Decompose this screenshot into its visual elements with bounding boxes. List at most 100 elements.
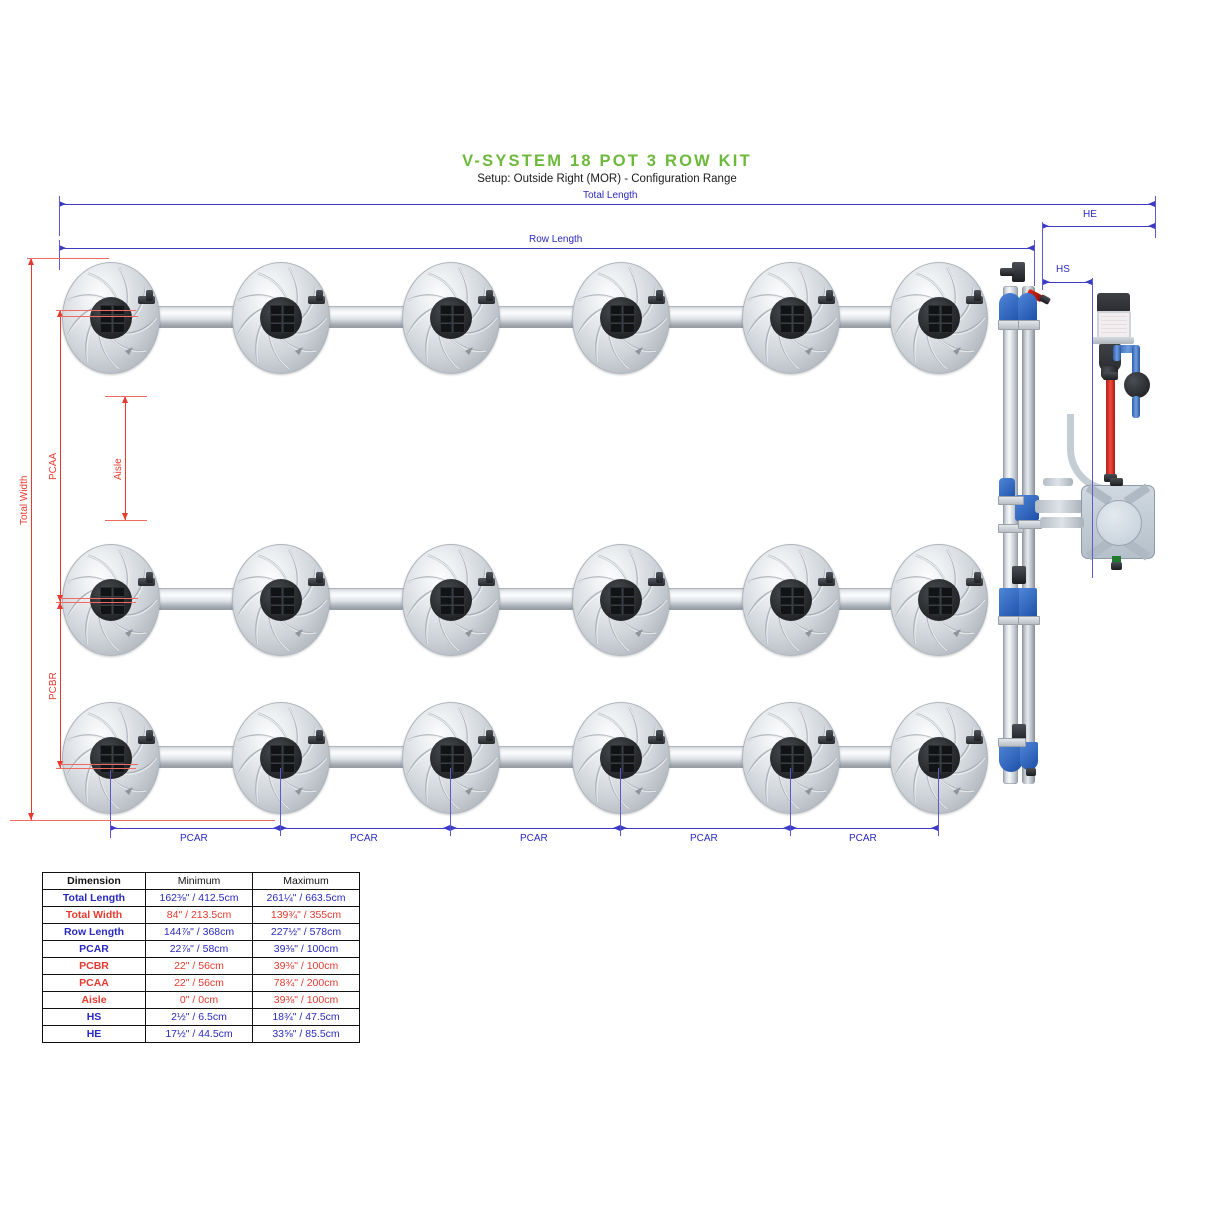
pcar-label: PCAR: [350, 833, 378, 844]
pcar-arrow-left: [110, 824, 117, 831]
pcar-arrow-left: [450, 824, 457, 831]
pot-grid: [269, 745, 295, 773]
valve-cap: [316, 290, 323, 301]
row-max: 139¾" / 355cm: [252, 906, 360, 924]
pcar-dimension-line: [280, 828, 450, 829]
valve-cap: [486, 290, 493, 301]
pot-grid: [99, 305, 125, 333]
pcar-arrow-right: [443, 824, 450, 831]
row-label-pcbr: PCBR: [42, 957, 146, 975]
valve-cap: [974, 290, 981, 301]
pot-grid: [269, 305, 295, 333]
pot-center-leader: [60, 598, 138, 599]
pot-grid: [269, 587, 295, 615]
row-max: 18¾" / 47.5cm: [252, 1008, 360, 1026]
row-min: 22" / 56cm: [145, 957, 253, 975]
valve-cap: [656, 730, 663, 741]
pot[interactable]: [62, 702, 160, 814]
reservoir-tank: [1081, 483, 1155, 561]
pot-grid: [609, 745, 635, 773]
pot-body: [402, 262, 500, 374]
pot[interactable]: [572, 702, 670, 814]
pot-body: [890, 262, 988, 374]
valve-cap: [486, 572, 493, 583]
pcar-extension-line: [450, 768, 451, 836]
pot-body: [62, 702, 160, 814]
row-min: 144⅞" / 368cm: [145, 923, 253, 941]
pot[interactable]: [232, 702, 330, 814]
pot-body: [232, 262, 330, 374]
row-label-total-width: Total Width: [42, 906, 146, 924]
row-max: 33⅝" / 85.5cm: [252, 1025, 360, 1043]
pot[interactable]: [742, 702, 840, 814]
th-maximum: Maximum: [252, 872, 360, 890]
pcar-extension-line: [110, 770, 111, 838]
pot[interactable]: [402, 544, 500, 656]
pcar-arrow-right: [273, 824, 280, 831]
valve-cap: [146, 572, 153, 583]
table-header-row: Dimension Minimum Maximum: [42, 872, 360, 890]
pcar-label: PCAR: [690, 833, 718, 844]
pot-grid: [609, 305, 635, 333]
pcar-dimension-line: [790, 828, 938, 829]
row-min: 17½" / 44.5cm: [145, 1025, 253, 1043]
row-min: 22" / 56cm: [145, 974, 253, 992]
valve-cap: [656, 290, 663, 301]
row-min: 22⅞" / 58cm: [145, 940, 253, 958]
pot[interactable]: [232, 262, 330, 374]
row-min: 2½" / 6.5cm: [145, 1008, 253, 1026]
pot[interactable]: [572, 544, 670, 656]
pot[interactable]: [232, 544, 330, 656]
row-max: 78¾" / 200cm: [252, 974, 360, 992]
pcar-arrow-left: [790, 824, 797, 831]
pot-body: [62, 544, 160, 656]
pot-body: [232, 544, 330, 656]
pot-body: [742, 262, 840, 374]
pcar-label: PCAR: [180, 833, 208, 844]
pot[interactable]: [890, 544, 988, 656]
pot-body: [572, 702, 670, 814]
row-max: 39⅜" / 100cm: [252, 957, 360, 975]
page-subtitle: Setup: Outside Right (MOR) - Configurati…: [477, 173, 737, 185]
pot-grid: [439, 305, 465, 333]
pot-grid: [99, 587, 125, 615]
pot-center-leader: [60, 316, 138, 317]
pcar-dimension-line: [450, 828, 620, 829]
pcar-dimension-line: [110, 828, 280, 829]
valve-cap: [974, 572, 981, 583]
valve-cap: [146, 290, 153, 301]
pcar-extension-line: [280, 768, 281, 836]
row-label-pcaa: PCAA: [42, 974, 146, 992]
valve-cap: [974, 730, 981, 741]
row-min: 84" / 213.5cm: [145, 906, 253, 924]
pot-row-1: [0, 262, 1010, 374]
pot-grid: [779, 305, 805, 333]
row-max: 39⅜" / 100cm: [252, 940, 360, 958]
pot[interactable]: [62, 262, 160, 374]
pot[interactable]: [890, 262, 988, 374]
pot[interactable]: [742, 544, 840, 656]
row-label-row-length: Row Length: [42, 923, 146, 941]
pot-body: [890, 702, 988, 814]
row-label-aisle: Aisle: [42, 991, 146, 1009]
pcar-label: PCAR: [520, 833, 548, 844]
pot[interactable]: [402, 262, 500, 374]
pcar-arrow-left: [620, 824, 627, 831]
pot[interactable]: [572, 262, 670, 374]
pot[interactable]: [62, 544, 160, 656]
pot[interactable]: [890, 702, 988, 814]
valve-cap: [486, 730, 493, 741]
pcar-extension-line: [620, 768, 621, 836]
pump-knob: [1124, 372, 1150, 398]
pcar-arrow-right: [931, 824, 938, 831]
pot[interactable]: [742, 262, 840, 374]
pot[interactable]: [402, 702, 500, 814]
pot-grid: [927, 587, 953, 615]
row-label-total-length: Total Length: [42, 889, 146, 907]
